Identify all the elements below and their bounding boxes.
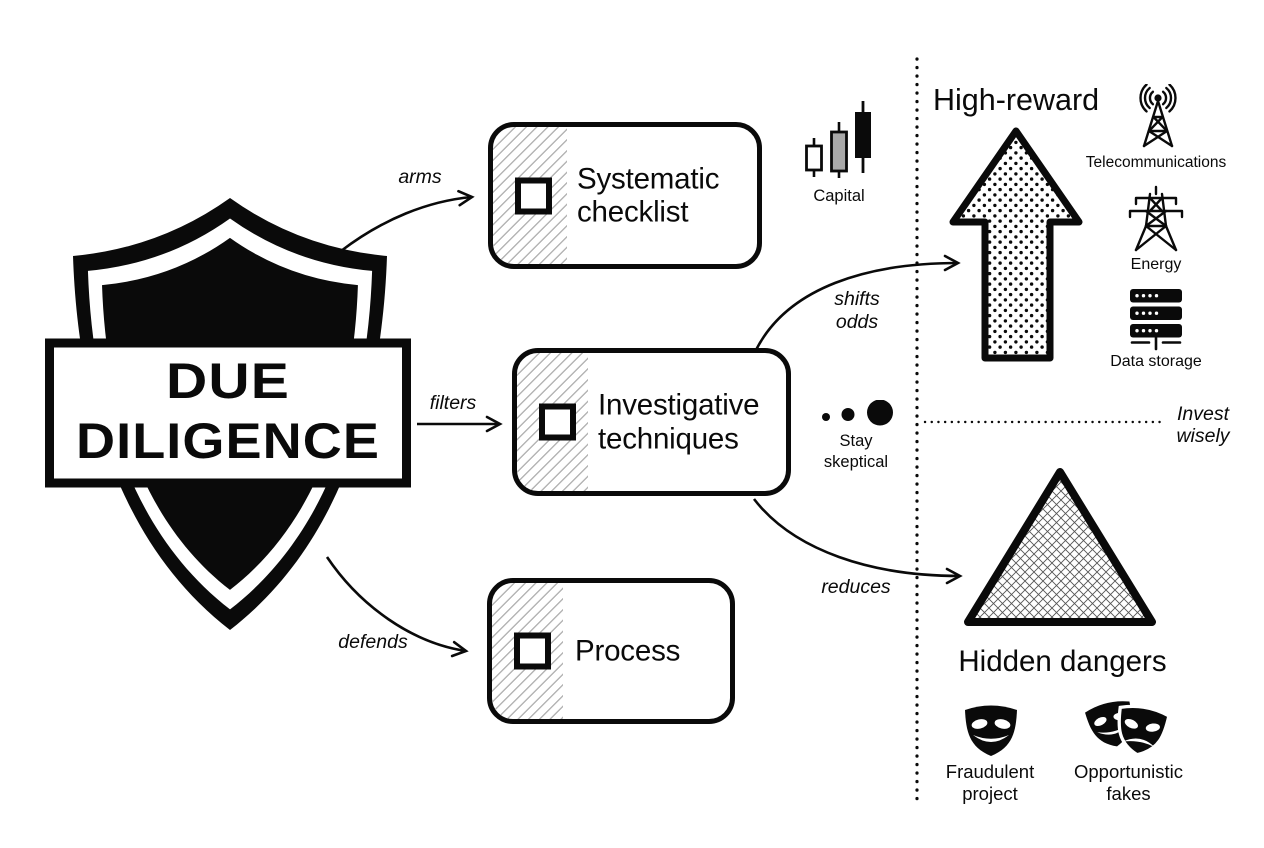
candlestick-chart-icon: [805, 101, 871, 178]
fraud-mask-icon: [965, 705, 1017, 756]
checkbox-icon: [514, 632, 551, 670]
hidden-dangers-title: Hidden dangers: [958, 645, 1167, 678]
telecom-caption: Telecommunications: [1085, 154, 1227, 171]
up-arrow-icon: [949, 127, 1083, 362]
investigative-techniques-label: Investigative techniques: [598, 388, 760, 456]
data-storage-caption: Data storage: [1110, 353, 1202, 370]
investigative-techniques-box: Investigative techniques: [512, 348, 791, 496]
capital-caption: Capital: [813, 187, 865, 205]
radio-tower-icon: [1139, 84, 1177, 148]
arms-edge-label: arms: [398, 166, 442, 188]
warning-triangle-icon: [964, 468, 1156, 626]
high-reward-title: High-reward: [933, 83, 1100, 117]
checkbox-icon: [539, 403, 576, 441]
process-box: Process: [487, 578, 735, 724]
checkbox-icon: [515, 177, 552, 214]
growing-dots-icon: [822, 400, 893, 426]
process-label: Process: [575, 634, 681, 668]
due-diligence-shield: DUE DILIGENCE: [45, 198, 411, 630]
reduces-edge-label: reduces: [821, 576, 891, 598]
server-rack-icon: [1130, 289, 1182, 351]
filters-edge-label: filters: [429, 392, 477, 414]
shield-title-line1: DUE: [166, 353, 290, 409]
shield-title-line2: DILIGENCE: [76, 413, 380, 469]
systematic-checklist-box: Systematic checklist: [488, 122, 762, 269]
reduces-arrow: [752, 498, 963, 585]
systematic-checklist-label: Systematic checklist: [577, 162, 720, 229]
defends-edge-label: defends: [338, 631, 408, 653]
shield-banner: DUE DILIGENCE: [45, 338, 411, 488]
transmission-tower-icon: [1128, 185, 1184, 252]
theater-masks-icon: [1085, 701, 1171, 757]
energy-caption: Energy: [1130, 256, 1182, 273]
